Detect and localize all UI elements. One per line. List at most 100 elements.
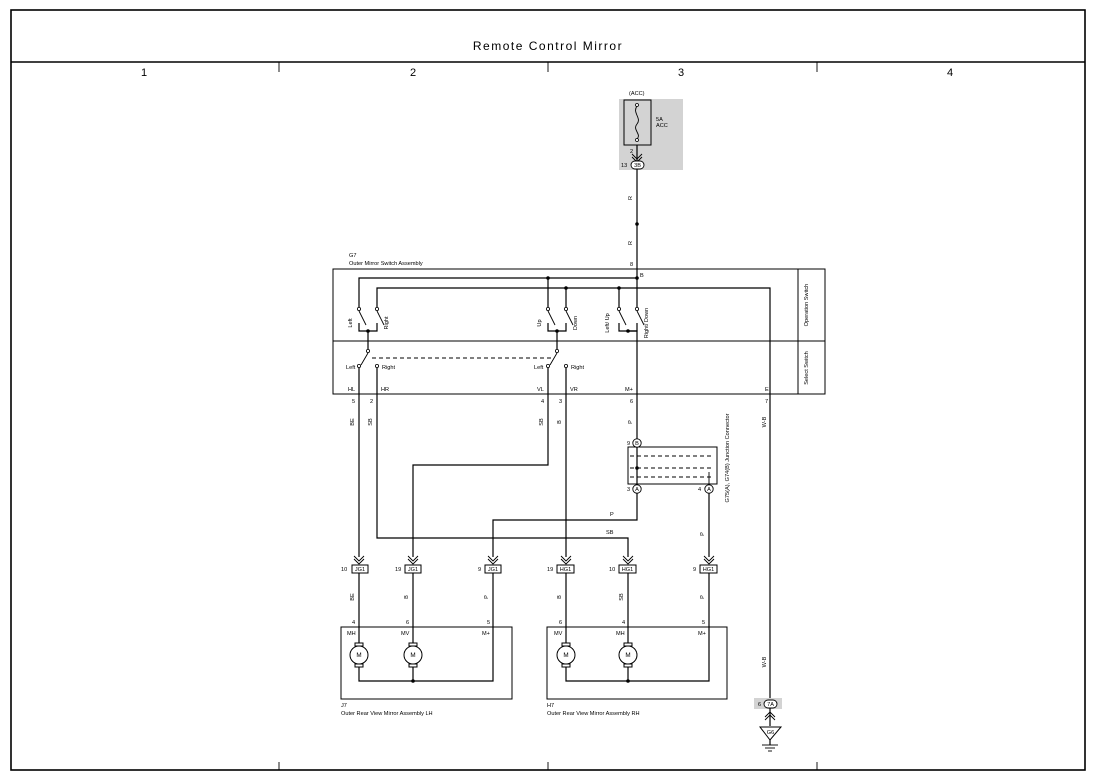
fuse-pin: 2 bbox=[630, 149, 633, 155]
connector-hg1-9 bbox=[699, 555, 718, 627]
fuse-block bbox=[619, 99, 683, 170]
connector-4-pin: 19 bbox=[547, 567, 553, 573]
mirror-lh-code: J7 bbox=[341, 703, 347, 709]
terminal-vl: VL bbox=[537, 387, 544, 393]
connector-3b-label: 3B bbox=[634, 163, 641, 169]
connector-hg1-19 bbox=[556, 555, 575, 627]
switch-assembly-code: G7 bbox=[349, 253, 356, 259]
mirror-rh-pin-3: 5 bbox=[702, 620, 705, 626]
ground-name: G6 bbox=[767, 730, 774, 736]
junction-name: G75(A), G74(B) Junction Connector bbox=[725, 413, 731, 502]
mirror-rh-label-3: M+ bbox=[698, 631, 706, 637]
wire-color-hl: BE bbox=[350, 418, 356, 426]
junction-conn-right: A bbox=[707, 487, 711, 493]
mirror-lh-label-2: MV bbox=[401, 631, 410, 637]
feed-wire-color-2: R bbox=[628, 241, 634, 245]
contact-up: Up bbox=[537, 319, 543, 326]
ground-pin: 6 bbox=[758, 702, 761, 708]
switch-pin-b: 8 bbox=[630, 262, 633, 268]
connector-1-wire: BE bbox=[350, 593, 356, 601]
connector-1-pin: 10 bbox=[341, 567, 347, 573]
wire-color-m-plus: P bbox=[628, 420, 634, 424]
operation-switch-label: Operation Switch bbox=[804, 284, 810, 327]
connector-jg1-19 bbox=[404, 555, 422, 627]
wire-color-vr: B bbox=[557, 420, 563, 424]
mirror-rh-name: Outer Rear View Mirror Assembly RH bbox=[547, 711, 640, 717]
connector-6-pin: 9 bbox=[693, 567, 696, 573]
cross-wire-p-label: P bbox=[610, 512, 614, 518]
terminal-e: E bbox=[765, 387, 769, 393]
pin-hr: 2 bbox=[370, 399, 373, 405]
connector-2-wire: B bbox=[404, 595, 410, 599]
mirror-rh-label-2: MH bbox=[616, 631, 625, 637]
terminal-hr: HR bbox=[381, 387, 389, 393]
select-switch-label: Select Switch bbox=[804, 351, 810, 385]
column-1-label: 1 bbox=[141, 67, 147, 79]
mirror-lh-pin-3: 5 bbox=[487, 620, 490, 626]
junction-conn-left: A bbox=[635, 487, 639, 493]
fuse-element-icon bbox=[635, 105, 639, 140]
connector-6-name: HG1 bbox=[703, 567, 715, 573]
mirror-rh-pin-1: 6 bbox=[559, 620, 562, 626]
switch-pin-b-label: B bbox=[640, 273, 644, 279]
select-right-2: Right bbox=[571, 365, 585, 371]
junction-connector bbox=[627, 438, 718, 494]
select-left-1: Left bbox=[346, 365, 356, 371]
switch-assembly-name: Outer Mirror Switch Assembly bbox=[349, 261, 423, 267]
connector-3-wire: P bbox=[484, 595, 490, 599]
contact-down: Down bbox=[573, 316, 579, 330]
fuse-rating: 5A bbox=[656, 117, 663, 123]
ground-symbol-icon bbox=[758, 726, 783, 741]
connector-3-pin: 9 bbox=[478, 567, 481, 573]
connector-jg1-10 bbox=[351, 555, 369, 627]
select-left-2: Left bbox=[534, 365, 544, 371]
mirror-lh-name: Outer Rear View Mirror Assembly LH bbox=[341, 711, 433, 717]
ground-connector-label: 7A bbox=[767, 702, 774, 708]
connector-2-pin: 19 bbox=[395, 567, 401, 573]
mirror-lh-pin-2: 6 bbox=[406, 620, 409, 626]
motor-lh-2-label: M bbox=[410, 652, 415, 659]
mirror-assembly-rh bbox=[546, 626, 728, 700]
pin-e: 7 bbox=[765, 399, 768, 405]
contact-right: Right bbox=[384, 316, 390, 330]
wire-color-vl: SB bbox=[539, 418, 545, 426]
junction-right-wire-color: P bbox=[700, 532, 706, 536]
motor-lh-1-label: M bbox=[356, 652, 361, 659]
contact-left-up: Left/ Up bbox=[605, 313, 611, 333]
connector-arrow-icon bbox=[764, 711, 776, 721]
pin-vl: 4 bbox=[541, 399, 544, 405]
connector-5-name: HG1 bbox=[622, 567, 634, 573]
connector-1-name: JG1 bbox=[355, 567, 365, 573]
cross-wire-sb-label: SB bbox=[606, 530, 614, 536]
switch-up-down bbox=[546, 306, 574, 350]
switch-assembly-box bbox=[332, 268, 826, 395]
contact-right-down: Right/ Down bbox=[644, 308, 650, 338]
mirror-lh-pin-1: 4 bbox=[352, 620, 355, 626]
ground-point bbox=[754, 698, 783, 752]
harness-wires bbox=[358, 394, 771, 698]
connector-4-name: HG1 bbox=[560, 567, 572, 573]
connector-hg1-10 bbox=[618, 555, 637, 627]
mirror-rh-label-1: MV bbox=[554, 631, 563, 637]
junction-pin-b bbox=[632, 438, 642, 448]
connector-4-wire: B bbox=[557, 595, 563, 599]
motor-rh-2-label: M bbox=[625, 652, 630, 659]
motor-rh-1-label: M bbox=[563, 652, 568, 659]
column-2-label: 2 bbox=[410, 67, 416, 79]
junction-pin-a-left bbox=[632, 484, 642, 494]
connector-jg1-9 bbox=[484, 555, 502, 627]
mirror-lh-label-3: M+ bbox=[482, 631, 490, 637]
connector-5-pin: 10 bbox=[609, 567, 615, 573]
junction-pin-left: 3 bbox=[627, 487, 630, 493]
connector-2-name: JG1 bbox=[408, 567, 418, 573]
terminal-vr: VR bbox=[570, 387, 578, 393]
junction-pin-right: 4 bbox=[698, 487, 701, 493]
pin-m-plus: 6 bbox=[630, 399, 633, 405]
switch-left-right bbox=[356, 306, 385, 350]
harness-connectors bbox=[351, 555, 718, 627]
connector-3-name: JG1 bbox=[488, 567, 498, 573]
contact-left: Left bbox=[348, 318, 354, 328]
junction-pin-top: 9 bbox=[627, 441, 630, 447]
connector-3b-pin: 13 bbox=[621, 163, 627, 169]
select-right-1: Right bbox=[382, 365, 396, 371]
